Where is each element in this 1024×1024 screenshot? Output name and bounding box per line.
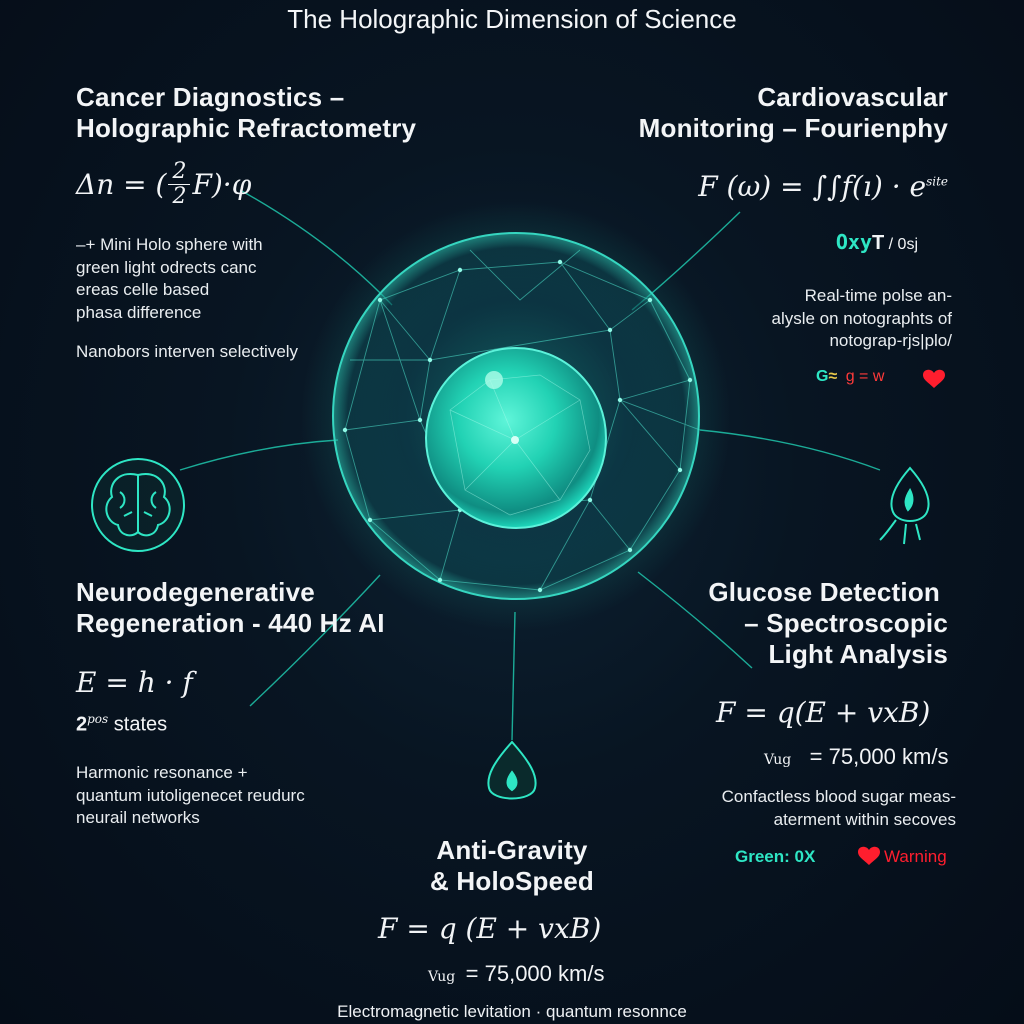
brain-icon [91,458,185,552]
gravity-equation: F = q (E + vxB) [378,912,602,945]
cardio-oxy: OxyT / 0sj [836,230,918,255]
heart-icon [858,369,945,865]
oxy-rest: / 0sj [884,236,918,253]
glucose-warning-label: Warning [884,847,947,866]
cardio-heading-line-2: Monitoring – Fourienphy [638,113,948,143]
neuro-heading-line-1: Neurodegenerative [76,577,315,607]
droplet-icon [487,740,537,800]
neuro-body-line: quantum iutoligenecet reudurc [76,785,305,805]
states-base: 2 [76,713,88,736]
cardio-body-line: Real-time polse an- [804,286,952,305]
glucose-speed-value: = 75,000 km/s [809,744,949,769]
neuro-heading-line-2: Regeneration - 440 Hz AI [76,608,385,638]
gravity-footer: Electromagnetic levitation · quantum res… [337,1002,687,1021]
gravity-heading-line-2: & HoloSpeed [430,866,594,896]
cardio-heading-line-1: Cardiovascular [757,82,948,112]
neuro-body: Harmonic resonance + quantum iutoligenec… [76,762,305,830]
neuro-body-line: Harmonic resonance + [76,763,248,782]
glucose-heading-line-2: – Spectroscopic [744,608,948,638]
neuro-equation: E = h · f [76,666,193,699]
cancer-body-line: phasa difference [76,302,202,322]
cancer-heading: Cancer Diagnostics – Holographic Refract… [76,82,416,144]
cardio-body-line: notograp-rjs|plo/ [829,331,952,350]
fraction-denominator: 2 [168,184,191,209]
gravity-speed: Vug = 75,000 km/s [428,961,604,987]
glucose-body: Confactless blood sugar meas- aterment w… [722,786,956,831]
cancer-body-line: –+ Mini Holo sphere with [76,235,263,254]
gravity-heading: Anti-Gravity & HoloSpeed [362,835,662,897]
glucose-body-line: aterment within secoves [773,809,956,829]
flame-droplet-icon [879,466,930,545]
cardio-body: Real-time polse an- alysle on notographt… [771,285,952,353]
oxy-label: Oxy [835,230,872,254]
cancer-heading-line-2: Holographic Refractometry [76,113,417,143]
status-equation: g = w [845,368,885,385]
gravity-speed-label: Vug [428,969,456,985]
cardio-body-line: alysle on notographts of [771,308,952,328]
cancer-body-line: ereas celle based [76,280,210,299]
glucose-heading-line-3: Light Analysis [768,639,948,669]
cancer-fraction: 2 2 [168,159,191,209]
cancer-equation-lhs: Δn = ( [76,168,167,201]
cardio-equation-main: F (ω) = ∫∫f(ı) · e [698,170,927,203]
neuro-body-line: neurail networks [76,808,200,827]
states-label: states [108,713,168,736]
glucose-heading: Glucose Detection – Spectroscopic Light … [708,577,948,670]
gravity-speed-value: = 75,000 km/s [465,961,605,986]
gravity-heading-line-1: Anti-Gravity [436,835,588,865]
fraction-numerator: 2 [172,159,187,184]
cancer-equation: Δn = ( 2 2 F)·φ [76,160,251,209]
glucose-speed: Vug = 75,000 km/s [764,744,948,770]
glucose-body-line: Confactless blood sugar meas- [721,787,956,806]
glucose-heading-line-1: Glucose Detection [708,577,940,607]
cardio-heading: Cardiovascular Monitoring – Fourienphy [639,82,948,144]
cancer-heading-line-1: Cancer Diagnostics – [76,82,345,112]
status-g: G [816,368,829,385]
neuro-heading: Neurodegenerative Regeneration - 440 Hz … [76,577,385,639]
cancer-body-line: green light odrects canc [76,257,257,277]
cancer-note: Nanobors interven selectively [76,342,299,361]
neuro-states: 2pos states [76,712,167,737]
glucose-equation: F = q(E + vxB) [716,696,931,729]
oxy-mark: T [871,232,885,254]
cardio-equation: F (ω) = ∫∫f(ı) · esite [698,170,948,203]
cardio-status: G≈ g = w [816,368,885,385]
cancer-body: –+ Mini Holo sphere with green light odr… [76,234,263,324]
cardio-equation-sup: site [926,174,948,189]
glucose-speed-label: Vug [764,752,792,768]
states-sup: pos [87,712,109,726]
cancer-equation-rhs: F)·φ [192,168,252,201]
glucose-green-label: Green: 0X [735,847,816,866]
page-title: The Holographic Dimension of Science [287,4,737,34]
